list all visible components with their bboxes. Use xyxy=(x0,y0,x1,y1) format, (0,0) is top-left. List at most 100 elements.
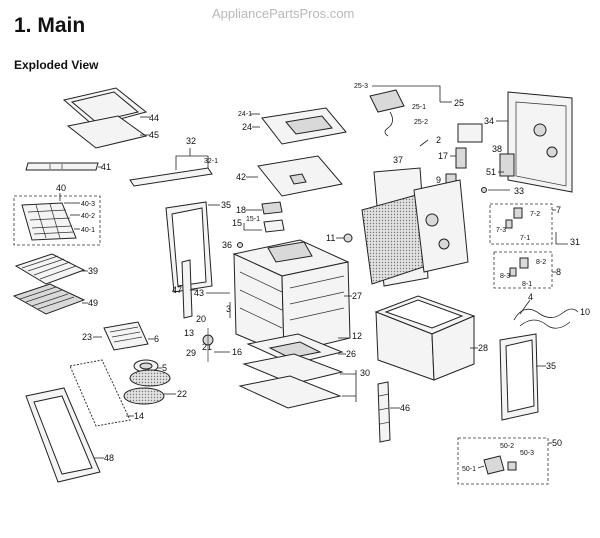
part-33-screw xyxy=(481,187,487,193)
callout-49: 49 xyxy=(88,298,98,308)
callout-13: 13 xyxy=(184,328,194,338)
callout-14: 14 xyxy=(134,411,144,421)
part-39-rack xyxy=(14,253,86,285)
part-44-tray xyxy=(62,87,148,127)
callout-7-1: 7-1 xyxy=(520,235,530,242)
callout-50-2: 50-2 xyxy=(500,443,514,450)
part-30-panels xyxy=(238,353,344,409)
callout-24-1: 24-1 xyxy=(238,111,252,118)
callout-3: 3 xyxy=(226,304,231,314)
part-36-screw xyxy=(237,242,243,248)
callout-10: 10 xyxy=(580,307,590,317)
lead-30 xyxy=(340,370,357,402)
callout-8-2: 8-2 xyxy=(536,259,546,266)
part-22-fan-cover xyxy=(123,369,171,405)
callout-39: 39 xyxy=(88,266,98,276)
callout-8-3: 8-3 xyxy=(500,273,510,280)
callout-50-1: 50-1 xyxy=(462,466,476,473)
part-47-rail xyxy=(181,259,193,319)
callout-29: 29 xyxy=(186,348,196,358)
part-11-knob xyxy=(343,233,353,243)
callout-16: 16 xyxy=(232,347,242,357)
callout-44: 44 xyxy=(149,113,159,123)
part-50-hinge xyxy=(477,455,517,475)
section-subtitle: Exploded View xyxy=(14,58,99,72)
part-49-rack xyxy=(12,283,86,315)
callout-2: 2 xyxy=(436,135,441,145)
part-7-switch xyxy=(505,207,523,229)
callout-8: 8 xyxy=(556,267,561,277)
callout-51: 51 xyxy=(486,167,496,177)
callout-40-1: 40-1 xyxy=(81,227,95,234)
callout-35a: 35 xyxy=(221,200,231,210)
part-17-module xyxy=(455,147,467,169)
callout-40: 40 xyxy=(56,183,66,193)
part-46-rail xyxy=(377,381,391,443)
callout-15-1: 15-1 xyxy=(246,216,260,223)
part-13-motor xyxy=(202,328,214,362)
callout-42: 42 xyxy=(236,172,246,182)
callout-28: 28 xyxy=(478,343,488,353)
part-34-cabinet-back xyxy=(507,91,573,193)
callout-18: 18 xyxy=(236,205,246,215)
callout-40-3: 40-3 xyxy=(81,201,95,208)
callout-35b: 35 xyxy=(546,361,556,371)
callout-25-1: 25-1 xyxy=(412,104,426,111)
callout-36: 36 xyxy=(222,240,232,250)
part-37-back-panel xyxy=(361,167,469,287)
part-5-fan xyxy=(133,359,159,373)
callout-8-1: 8-1 xyxy=(522,281,532,288)
callout-48: 48 xyxy=(104,453,114,463)
part-23-element xyxy=(103,321,149,351)
part-26-tray xyxy=(246,333,344,365)
callout-23: 23 xyxy=(82,332,92,342)
callout-7-2: 7-2 xyxy=(530,211,540,218)
callout-4: 4 xyxy=(528,292,533,302)
group-8-box xyxy=(493,251,553,289)
callout-6: 6 xyxy=(154,334,159,344)
callout-9: 9 xyxy=(436,175,441,185)
callout-24: 24 xyxy=(242,122,252,132)
callout-7: 7 xyxy=(556,205,561,215)
callout-21: 21 xyxy=(202,342,212,352)
callout-50: 50 xyxy=(552,438,562,448)
page-title: 1. Main xyxy=(14,14,86,37)
part-10-wire-harness xyxy=(513,299,579,329)
part-35-door-glass-right xyxy=(499,333,539,421)
callout-32: 32 xyxy=(186,136,196,146)
callout-20: 20 xyxy=(196,314,206,324)
part-24-frame xyxy=(261,107,347,145)
callout-43: 43 xyxy=(194,288,204,298)
group-40-box xyxy=(13,195,101,246)
callout-11: 11 xyxy=(326,233,335,243)
watermark: AppliancePartsPros.com xyxy=(212,6,355,21)
part-40-rack xyxy=(21,202,77,241)
callout-37: 37 xyxy=(393,155,403,165)
callout-25-3: 25-3 xyxy=(354,83,368,90)
part-48-door xyxy=(25,387,101,483)
callout-45: 45 xyxy=(149,130,159,140)
callout-27: 27 xyxy=(352,291,362,301)
callout-5: 5 xyxy=(162,363,167,373)
part-25-fan-motor xyxy=(369,89,405,137)
callout-34: 34 xyxy=(484,116,494,126)
part-45-tray xyxy=(66,115,148,149)
callout-50-3: 50-3 xyxy=(520,450,534,457)
callout-32-1: 32-1 xyxy=(204,158,218,165)
callout-46: 46 xyxy=(400,403,410,413)
part-35-door-glass xyxy=(165,201,213,293)
part-18-bracket xyxy=(261,201,283,215)
part-14-gasket xyxy=(69,359,131,427)
callout-26: 26 xyxy=(346,349,356,359)
callout-38: 38 xyxy=(492,144,502,154)
part-15-bracket xyxy=(263,219,285,233)
callout-25: 25 xyxy=(454,98,464,108)
part-1-panel xyxy=(457,123,483,143)
group-50-box xyxy=(457,437,549,485)
part-42-cover xyxy=(257,155,343,197)
part-41-strip xyxy=(25,162,99,171)
callout-30: 30 xyxy=(360,368,370,378)
lead-31 xyxy=(555,232,568,245)
